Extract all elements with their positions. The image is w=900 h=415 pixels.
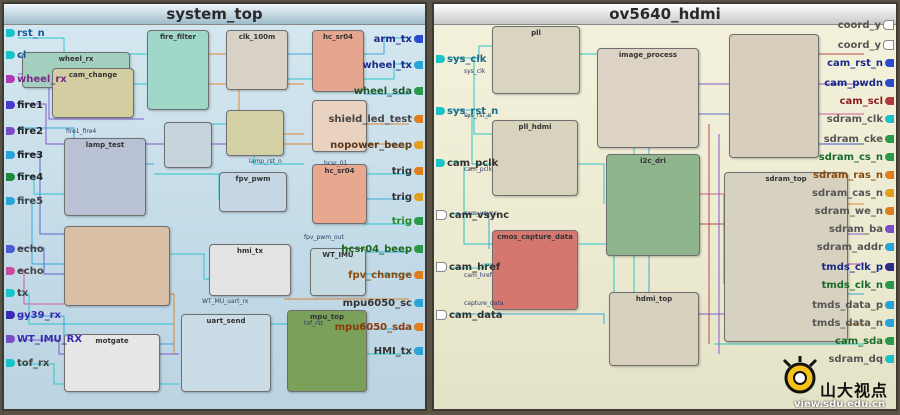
output-port-tmds-data-p[interactable]: tmds_data_p (812, 300, 896, 311)
mpu-top-block[interactable]: mpu_top (287, 310, 367, 392)
output-port-tmds-data-n[interactable]: tmds_data_n (812, 318, 896, 329)
input-port-cam-href[interactable]: cam_href (434, 262, 500, 273)
input-port-echo-2[interactable]: echo (4, 266, 44, 277)
input-port-fire4[interactable]: fire4 (4, 172, 43, 183)
signal-tag: cam_href (464, 272, 492, 279)
hc-sr04-block-2[interactable]: hc_sr04 (312, 164, 367, 224)
output-port-sdram-cs-n[interactable]: sdram_cs_n (819, 152, 896, 163)
output-port-tmds-clk-p[interactable]: tmds_clk_p (822, 262, 896, 273)
fpv-pwm-block[interactable]: fpv_pwm (219, 172, 287, 212)
output-port-arm-tx[interactable]: arm_tx (374, 34, 425, 45)
input-port-fire5[interactable]: fire5 (4, 196, 43, 207)
output-port-sdram-clk[interactable]: sdram_clk (827, 114, 896, 125)
i2c-dri-block[interactable]: i2c_dri (606, 154, 700, 256)
uart-send-block[interactable]: uart_send (181, 314, 271, 392)
input-port-fire1[interactable]: fire1 (4, 100, 43, 111)
input-port-fire3[interactable]: fire3 (4, 150, 43, 161)
clk-100m-block[interactable]: clk_100m (226, 30, 288, 90)
input-port-tx[interactable]: tx (4, 288, 28, 299)
output-port-sdram-dq[interactable]: sdram_dq (828, 354, 896, 365)
sdram-top-block[interactable]: sdram_top (724, 172, 848, 342)
output-port-coord-y-1[interactable]: coord_y (838, 20, 896, 31)
output-port-trig-1[interactable]: trig (392, 166, 425, 177)
hmi-tx-block[interactable]: hmi_tx (209, 244, 291, 296)
image-process-block[interactable]: image_process (597, 48, 699, 148)
fire-mux-block[interactable] (164, 122, 212, 168)
input-port-clk[interactable]: cl (4, 50, 26, 61)
output-port-sdram-cas-n[interactable]: sdram_cas_n (812, 188, 896, 199)
system-top-panel: system_top (2, 2, 427, 411)
signal-tag: sys_clk (464, 68, 486, 75)
watermark-url: view.sdu.edu.cn (794, 399, 886, 410)
output-port-sdram-addr[interactable]: sdram_addr (817, 242, 896, 253)
output-port-sdram-we-n[interactable]: sdram_we_n (815, 206, 896, 217)
output-port-tmds-clk-n[interactable]: tmds_clk_n (822, 280, 896, 291)
output-port-coord-y-2[interactable]: coord_y (838, 40, 896, 51)
signal-tag: WT_MU_uart_rx (202, 298, 249, 305)
input-port-cam-pclk[interactable]: cam_pclk (434, 158, 498, 169)
lamp-rst-block[interactable] (226, 110, 284, 156)
uart-parse-block[interactable] (64, 226, 170, 306)
output-port-cam-rst-n[interactable]: cam_rst_n (827, 58, 896, 69)
input-port-wt-imu-rx[interactable]: WT_IMU_RX (4, 334, 82, 345)
output-port-fpv-change[interactable]: fpv_change (348, 270, 425, 281)
input-port-cam-data[interactable]: cam_data (434, 310, 503, 321)
input-port-echo[interactable]: echo (4, 244, 44, 255)
output-port-hcsr04-beep[interactable]: hcsr04_beep (341, 244, 425, 255)
input-port-tof-rx[interactable]: tof_rx (4, 358, 49, 369)
signal-tag: fpv_pwm_out (304, 234, 344, 241)
signal-tag: capture_data (464, 300, 504, 307)
fire-filter-block[interactable]: fire_filter (147, 30, 209, 110)
output-port-nopower-beep[interactable]: nopower_beep (330, 140, 425, 151)
motgate-block[interactable]: motgate (64, 334, 160, 392)
signal-tag: lamp_rst_n (249, 158, 282, 165)
shield-led-block[interactable] (312, 100, 367, 152)
panel-title-right: ov5640_hdmi (434, 4, 896, 25)
sdu-logo-icon (782, 356, 818, 394)
input-port-gy39-rx[interactable]: gy39_rx (4, 310, 61, 321)
pll-hdmi-block[interactable]: pll_hdmi (492, 120, 578, 196)
output-port-wheel-sda[interactable]: wheel_sda (354, 86, 425, 97)
output-port-hmi-tx[interactable]: HMI_tx (374, 346, 425, 357)
output-port-sdram-ras-n[interactable]: sdram_ras_n (813, 170, 896, 181)
ov5640-hdmi-panel: ov5640_hdmi (432, 2, 898, 411)
pll-block[interactable]: pll (492, 26, 580, 94)
watermark-text: 山大视点 (820, 381, 889, 400)
hc-sr04-block-1[interactable]: hc_sr04 (312, 30, 364, 92)
signal-tag: cam_vsync (464, 210, 498, 217)
signal-tag: tof_rst (304, 320, 324, 327)
input-port-wheel-rx[interactable]: wheel_rx (4, 74, 67, 85)
lamp-test-block[interactable]: lamp_test (64, 138, 146, 216)
output-port-wheel-tx[interactable]: wheel_tx (362, 60, 425, 71)
panel-title-left: system_top (4, 4, 425, 25)
signal-tag: hcsr_01 (324, 160, 348, 167)
output-port-trig-3[interactable]: trig (392, 216, 425, 227)
signal-tag: fire1_fire4 (66, 128, 97, 135)
output-port-sdram-ba[interactable]: sdram_ba (829, 224, 896, 235)
output-port-cam-sda[interactable]: cam_sda (835, 336, 896, 347)
input-port-rst-n[interactable]: rst_n (4, 28, 45, 39)
input-port-cam-vsync[interactable]: cam_vsync (434, 210, 509, 221)
output-port-shield-led[interactable]: shield_led_test (328, 114, 425, 125)
cam-change-block[interactable]: cam_change (52, 68, 134, 118)
hdmi-top-block[interactable]: hdmi_top (609, 292, 699, 366)
cmos-capture-block[interactable]: cmos_capture_data (492, 230, 578, 310)
output-port-sdram-cke[interactable]: sdram_cke (824, 134, 896, 145)
output-port-cam-scl[interactable]: cam_scl (840, 96, 896, 107)
output-port-mpu6050-sda[interactable]: mpu6050_sda (335, 322, 425, 333)
signal-tag: sys_rst_n (464, 112, 492, 119)
output-port-mpu6050-scl[interactable]: mpu6050_sc (343, 298, 425, 309)
signal-tag: cam_pclk (464, 166, 493, 173)
ov5640-config-block[interactable] (729, 34, 819, 158)
input-port-sys-clk[interactable]: sys_clk (434, 54, 486, 65)
wt-imu-block[interactable]: WT_IMU (310, 248, 366, 296)
input-port-sys-rst-n[interactable]: sys_rst_n (434, 106, 498, 117)
output-port-trig-2[interactable]: trig (392, 192, 425, 203)
output-port-cam-pwdn[interactable]: cam_pwdn (824, 78, 896, 89)
input-port-fire2[interactable]: fire2 (4, 126, 43, 137)
